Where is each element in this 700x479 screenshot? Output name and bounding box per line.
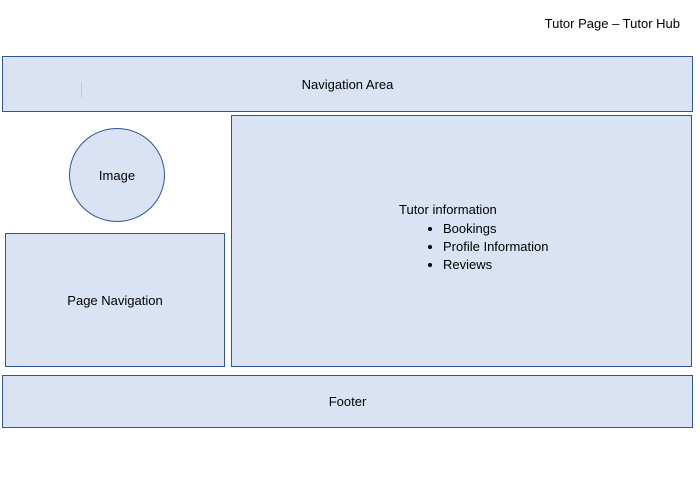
navigation-area-label: Navigation Area	[301, 76, 394, 92]
tutor-information-item-bookings: Bookings	[443, 220, 549, 238]
image-placeholder-label: Image	[98, 167, 136, 183]
tutor-information-heading: Tutor information	[399, 202, 497, 217]
navigation-area: Navigation Area	[2, 56, 693, 112]
tutor-information-content: Tutor information Bookings Profile Infor…	[399, 202, 549, 274]
tutor-information-item-profile-information: Profile Information	[443, 238, 549, 256]
page-navigation-label: Page Navigation	[67, 292, 163, 308]
tutor-information-box: Tutor information Bookings Profile Infor…	[231, 115, 692, 367]
tutor-information-list: Bookings Profile Information Reviews	[399, 220, 549, 274]
page-title: Tutor Page – Tutor Hub	[544, 16, 680, 31]
text-cursor-mark	[81, 82, 82, 98]
footer-box: Footer	[2, 375, 693, 428]
tutor-information-item-reviews: Reviews	[443, 256, 549, 274]
page-navigation-box: Page Navigation	[5, 233, 225, 367]
footer-label: Footer	[328, 394, 367, 409]
image-placeholder: Image	[69, 128, 165, 222]
